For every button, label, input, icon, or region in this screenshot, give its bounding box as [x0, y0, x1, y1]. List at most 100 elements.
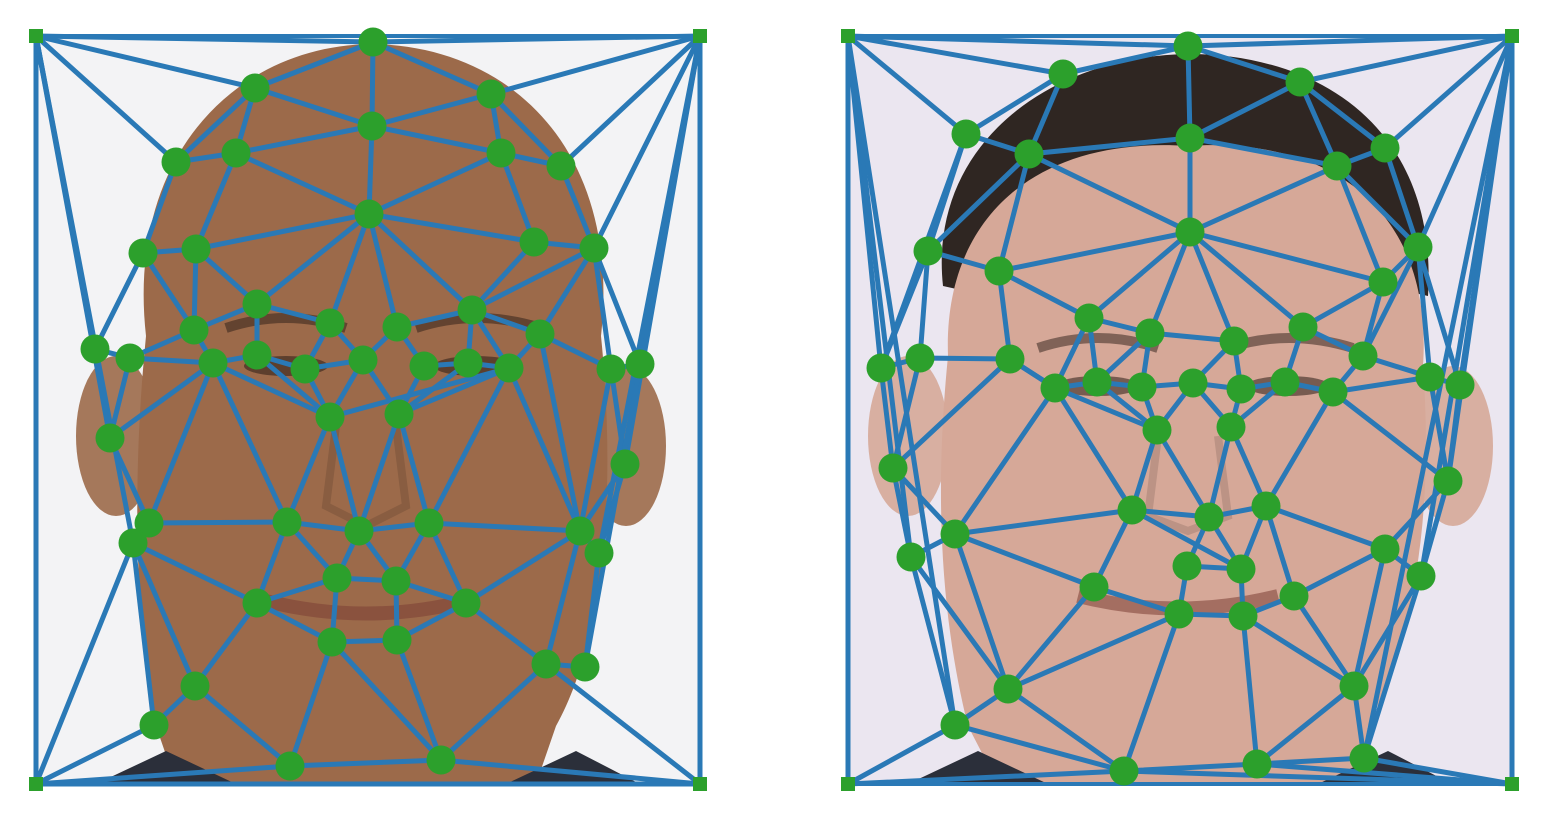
landmark-point	[1339, 671, 1369, 701]
corner-landmark-point	[29, 29, 43, 43]
mesh-edge	[558, 163, 597, 251]
corner-landmark-point	[841, 777, 855, 791]
mesh-edge	[537, 245, 597, 337]
mesh-edge	[233, 123, 375, 156]
landmark-point	[348, 345, 378, 375]
landmark-point	[1109, 756, 1139, 786]
landmark-point	[357, 111, 387, 141]
landmark-point	[1415, 362, 1445, 392]
mesh-edge	[1291, 593, 1357, 689]
mesh-edge	[1334, 163, 1421, 250]
landmark-point	[1074, 303, 1104, 333]
mesh-edge	[1254, 761, 1515, 787]
mesh-edge	[1187, 79, 1303, 141]
corner-landmark-point	[841, 29, 855, 43]
mesh-edge	[146, 360, 216, 526]
landmark-point	[546, 151, 576, 181]
mesh-edge	[1187, 135, 1340, 169]
landmark-point	[1040, 373, 1070, 403]
mesh-edge	[1005, 686, 1127, 774]
mesh-edge	[1005, 584, 1097, 692]
landmark-point	[242, 340, 272, 370]
mesh-edge	[233, 150, 372, 217]
mesh-edge	[1187, 229, 1306, 330]
mesh-edge	[33, 722, 157, 787]
mesh-edge	[396, 365, 512, 417]
mesh-edge	[1330, 389, 1451, 484]
landmark-point	[221, 138, 251, 168]
mesh-edge	[1263, 503, 1297, 599]
mesh-edge	[1415, 244, 1433, 380]
landmark-point	[457, 295, 487, 325]
mesh-edge	[1291, 546, 1388, 599]
mesh-edge	[463, 600, 549, 667]
mesh-edge	[963, 71, 1066, 137]
mouth-shape	[264, 594, 468, 621]
landmark-point	[940, 710, 970, 740]
landmark-point	[1175, 123, 1205, 153]
landmark-point	[1014, 139, 1044, 169]
landmark-point	[476, 79, 506, 109]
landmark-point	[358, 27, 388, 57]
landmark-point	[984, 256, 1014, 286]
mesh-edge	[952, 507, 1135, 537]
landmark-point	[1226, 374, 1256, 404]
landmark-point	[1288, 312, 1318, 342]
landmark-point	[494, 353, 524, 383]
mesh-edge	[1382, 33, 1515, 151]
mesh-edge	[284, 414, 333, 525]
landmark-point	[315, 402, 345, 432]
mesh-edge	[327, 211, 372, 326]
landmark-point	[565, 516, 595, 546]
landmark-point	[382, 625, 412, 655]
landmark-point	[1175, 217, 1205, 247]
landmark-point	[1135, 318, 1165, 348]
mesh-edge	[845, 722, 958, 787]
landmark-point	[451, 588, 481, 618]
mesh-edge	[917, 248, 931, 361]
mesh-edge	[33, 33, 258, 91]
mesh-edge	[1187, 229, 1237, 344]
mesh-edge	[952, 722, 1127, 774]
mesh-edge	[845, 33, 1191, 49]
landmark-point	[579, 233, 609, 263]
landmark-point	[240, 73, 270, 103]
landmark-point	[1117, 495, 1147, 525]
landmark-point	[161, 147, 191, 177]
landmark-point	[317, 627, 347, 657]
mesh-edge	[193, 211, 372, 252]
landmark-point	[1368, 267, 1398, 297]
mesh-edge	[845, 768, 1127, 787]
mesh-edge	[1240, 613, 1260, 767]
landmark-point	[1445, 370, 1475, 400]
landmark-point	[993, 674, 1023, 704]
landmark-point	[995, 344, 1025, 374]
mesh-edge	[952, 385, 1058, 537]
mesh-edge	[33, 33, 113, 441]
landmark-point	[80, 334, 110, 364]
landmark-point	[878, 453, 908, 483]
landmark-point	[1270, 367, 1300, 397]
landmark-point	[384, 399, 414, 429]
mesh-edge	[130, 540, 157, 728]
landmark-point	[242, 588, 272, 618]
landmark-point	[180, 671, 210, 701]
mesh-edge	[1052, 385, 1135, 513]
mesh-edge	[356, 411, 402, 534]
landmark-point	[1370, 133, 1400, 163]
landmark-point	[414, 508, 444, 538]
mesh-edge	[878, 365, 896, 471]
mesh-edge	[370, 39, 494, 97]
mesh-edge	[426, 520, 469, 606]
mesh-edge	[1086, 229, 1193, 321]
mesh-edge	[287, 757, 444, 769]
mesh-edge	[1121, 768, 1515, 787]
mesh-edge	[917, 355, 1013, 362]
mesh-edge	[252, 85, 375, 129]
mesh-edge	[33, 763, 293, 787]
corner-landmark-point	[693, 29, 707, 43]
landmark-point	[1219, 326, 1249, 356]
mesh-edge	[130, 540, 260, 606]
landmark-point	[866, 353, 896, 383]
mesh-edge	[577, 366, 614, 534]
